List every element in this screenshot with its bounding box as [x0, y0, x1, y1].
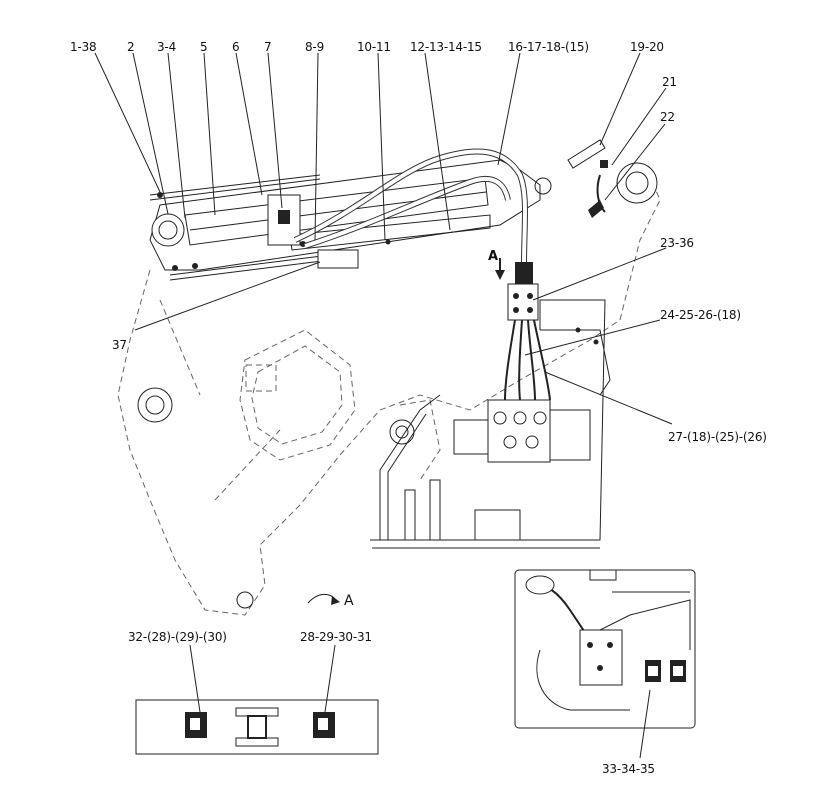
view-a-link-bottom: [235, 737, 279, 747]
view-a-panel: [135, 699, 379, 755]
boom-top-rail-2: [149, 178, 321, 201]
mount-plate-slot: [474, 509, 521, 541]
cylinder-axis: [189, 191, 487, 231]
joystick-wire: [536, 649, 630, 711]
valve-hose-2: [518, 319, 523, 401]
frame-outline: [117, 164, 661, 616]
valve-port: [525, 435, 539, 449]
joystick-housing: [579, 599, 691, 650]
control-valve-side: [549, 409, 591, 461]
label-22: 22: [660, 110, 675, 124]
bracket-19-20: [567, 139, 606, 169]
label-2: 2: [127, 40, 135, 54]
frame-pivot-left-inner: [145, 395, 165, 415]
mount-plate-post: [404, 489, 416, 541]
valve-hose-1: [504, 319, 516, 401]
view-a-title: A: [344, 593, 354, 609]
label-8-9: 8-9: [305, 40, 324, 54]
clamp-22-tab: [588, 200, 604, 218]
bolt: [192, 263, 198, 269]
label-27: 27-(18)-(25)-(26): [668, 430, 767, 444]
bolt: [513, 293, 519, 299]
clamp-22: [600, 160, 608, 168]
frame-pivot-bottom: [236, 591, 254, 609]
boom-eye-right-inner: [625, 171, 649, 195]
joystick-knob: [589, 569, 617, 581]
frame-slot: [399, 399, 441, 481]
valve-port: [503, 435, 517, 449]
valve-port: [513, 411, 527, 425]
label-16-18: 16-17-18-(15): [508, 40, 589, 54]
boom-eye-mid: [534, 177, 552, 195]
boom-bottom-rail: [169, 254, 331, 276]
control-valve: [487, 399, 551, 463]
label-10-11: 10-11: [357, 40, 391, 54]
label-24-26: 24-25-26-(18): [660, 308, 741, 322]
label-28-31: 28-29-30-31: [300, 630, 372, 644]
boom-eye-left: [151, 213, 185, 247]
mount-plate: [370, 299, 606, 541]
joystick-grip: [525, 575, 555, 595]
bolt: [527, 293, 533, 299]
label-32: 32-(28)-(29)-(30): [128, 630, 227, 644]
label-12-15: 12-13-14-15: [410, 40, 482, 54]
view-arrow-head: [495, 270, 505, 280]
label-5: 5: [200, 40, 208, 54]
mount-plate-upper: [540, 329, 611, 396]
label-37: 37: [112, 338, 127, 352]
boom-eye-right: [616, 162, 658, 204]
label-33-35: 33-34-35: [602, 762, 655, 776]
frame-tab: [245, 364, 277, 392]
valve-port: [533, 411, 547, 425]
label-7: 7: [264, 40, 272, 54]
boom-eye-left-inner: [158, 220, 178, 240]
frame-edge-lines: [159, 299, 281, 501]
bolt: [513, 307, 519, 313]
view-a-link-body: [247, 715, 267, 739]
bolt: [575, 327, 581, 333]
view-a-arrow-head: [331, 596, 340, 605]
view-a-marker: A: [488, 249, 498, 264]
mount-plate-rail-2: [387, 413, 427, 540]
label-23-36: 23-36: [660, 236, 694, 250]
label-1-38: 1-38: [70, 40, 97, 54]
bolt: [593, 339, 599, 345]
mount-plate-post: [429, 479, 441, 541]
bolt: [300, 241, 306, 247]
boom-bottom-rail-2: [169, 259, 331, 281]
label-21: 21: [662, 75, 677, 89]
bracket-37: [317, 249, 359, 269]
frame-inner-plate-2: [251, 345, 343, 445]
bolt: [157, 192, 163, 198]
label-19-20: 19-20: [630, 40, 664, 54]
valve-bracket: [453, 419, 489, 455]
view-a-link-top: [235, 707, 279, 717]
frame-inner-plate: [239, 329, 356, 461]
frame-pivot-left: [137, 387, 173, 423]
frame-pivot-mid-inner: [395, 425, 409, 439]
label-6: 6: [232, 40, 240, 54]
mount-plate-rail: [379, 394, 441, 540]
hose-fitting: [515, 262, 533, 284]
valve-hose-4: [533, 319, 551, 401]
label-3-4: 3-4: [157, 40, 176, 54]
manifold-block: [507, 283, 539, 321]
valve-port: [493, 411, 507, 425]
bolt: [527, 307, 533, 313]
bolt: [385, 239, 391, 245]
joystick-valve: [579, 629, 623, 686]
cylinder-rod: [289, 214, 491, 251]
clamp-block-fitting: [278, 210, 290, 224]
bolt: [172, 265, 178, 271]
leader-lines: [94, 52, 673, 759]
clamp-21: [596, 174, 606, 213]
boom-top-rail: [149, 174, 321, 196]
valve-hose-3: [527, 319, 536, 401]
